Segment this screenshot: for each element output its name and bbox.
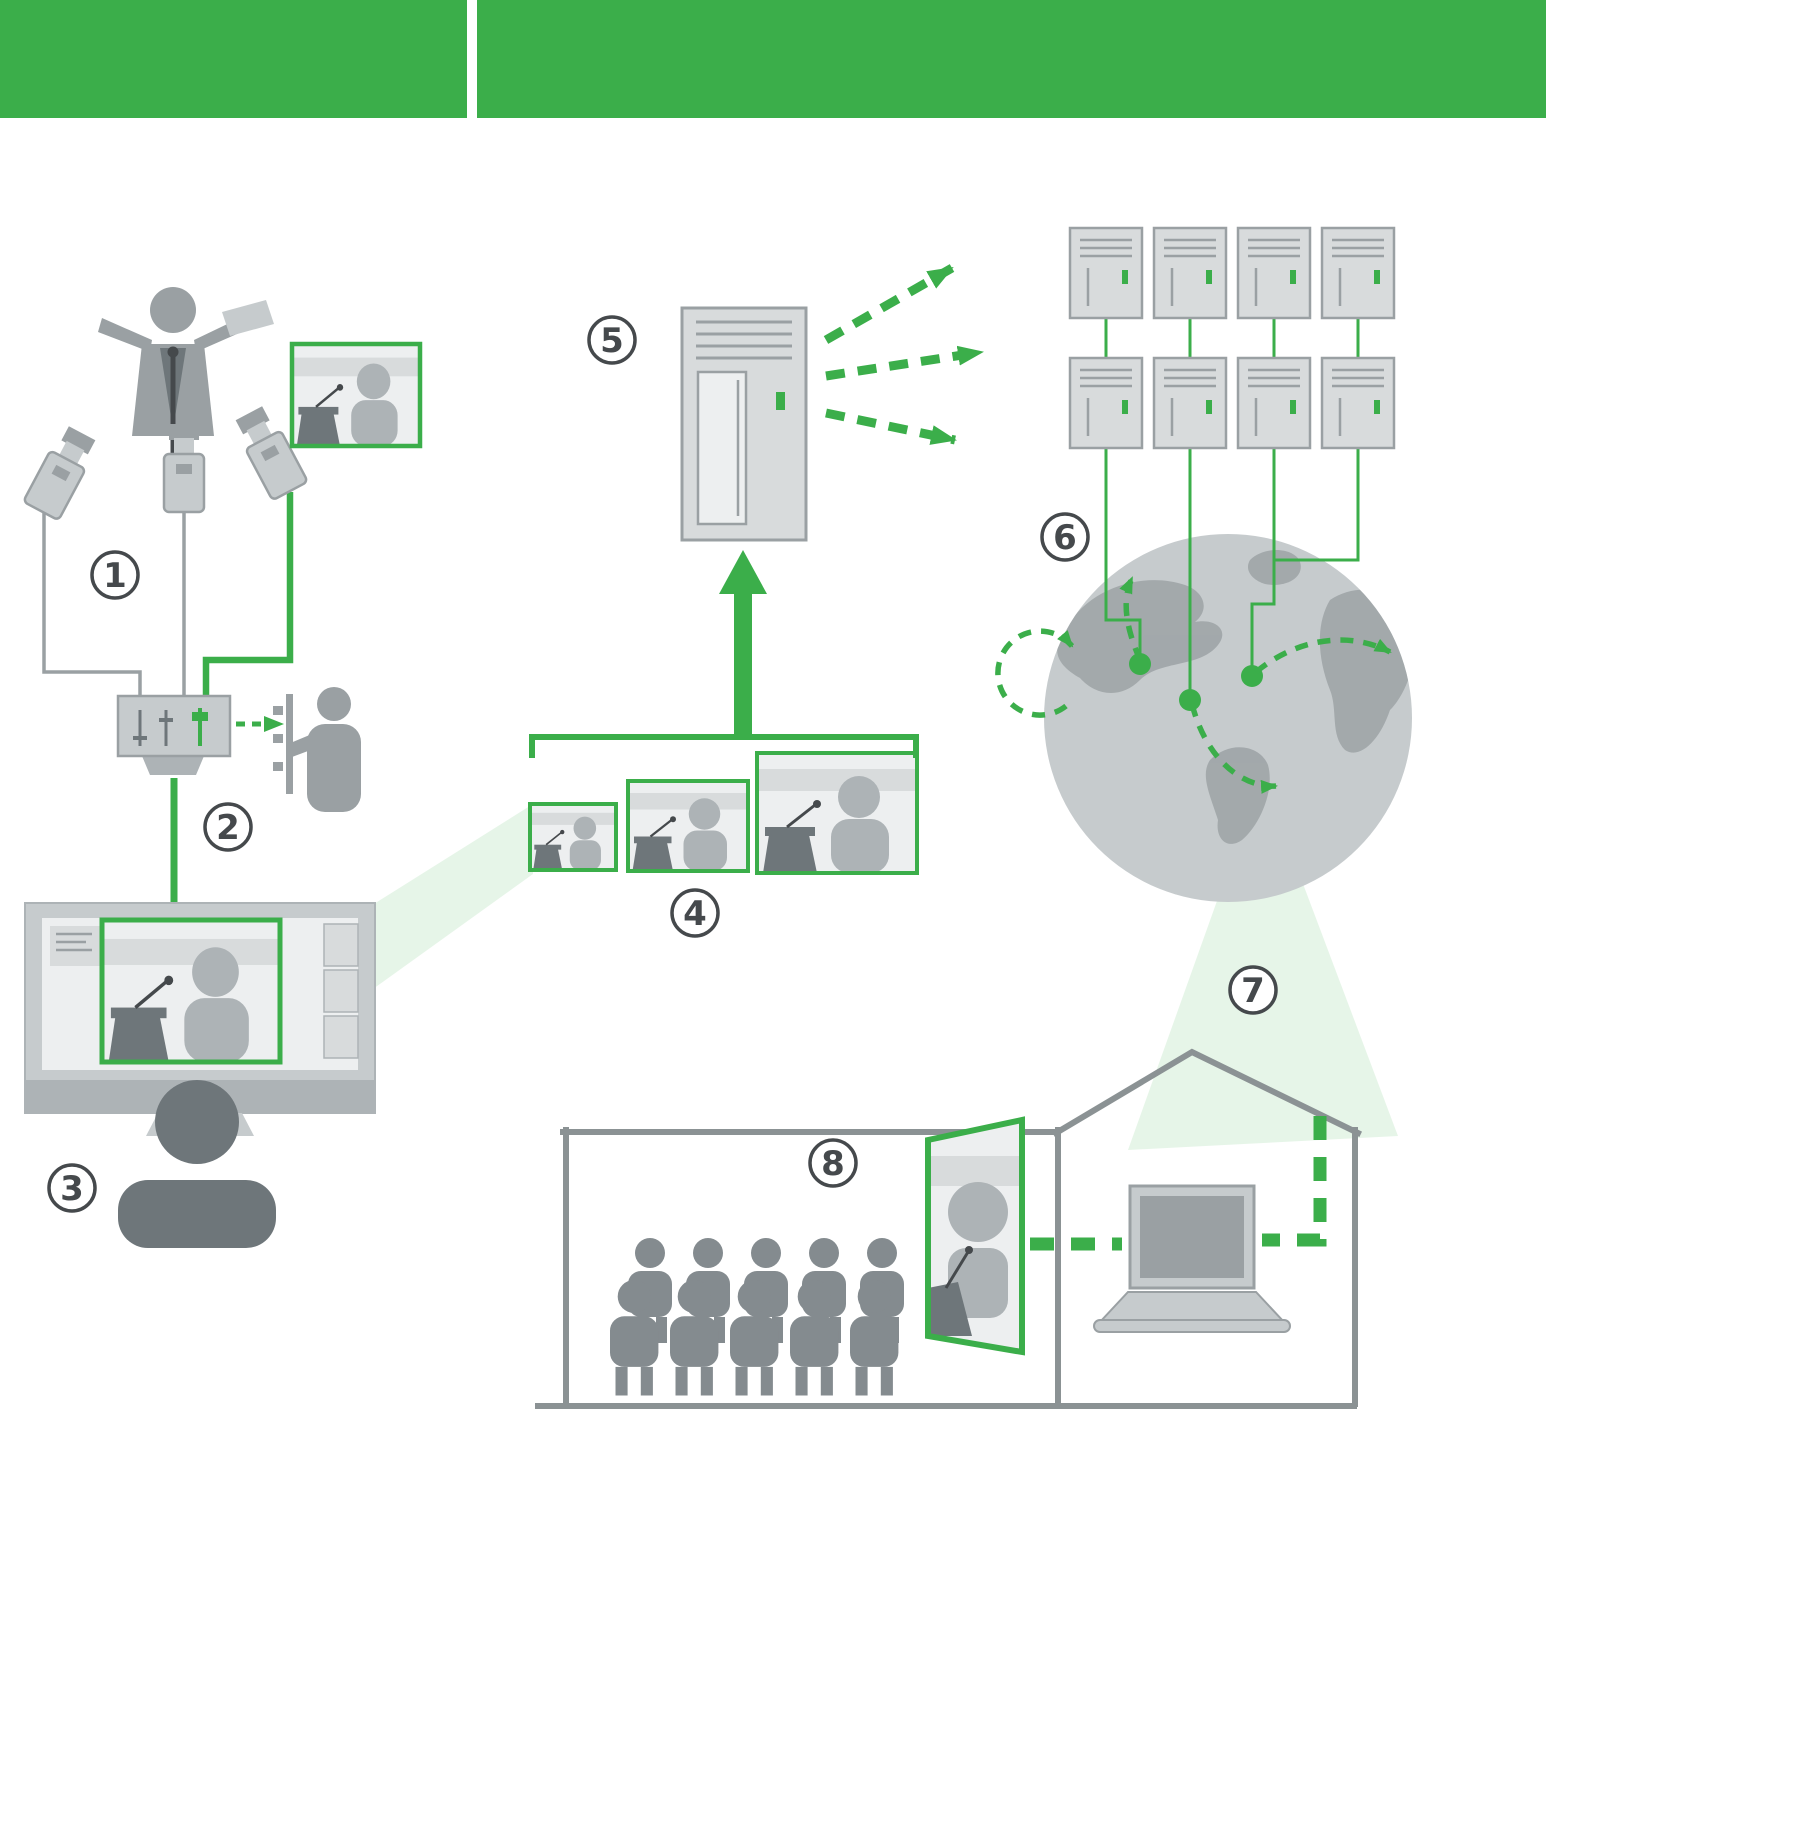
camera-icon-left [21, 422, 102, 522]
monitor-operator-figure [118, 1080, 276, 1248]
cdn-server-icon [1152, 226, 1228, 320]
mixer-operator-figure [288, 687, 361, 812]
renditions-bracket [529, 734, 919, 758]
monitor-side-panel [50, 926, 100, 966]
rendition-thumbnail-medium [626, 779, 750, 873]
step-badge-5-label: 5 [600, 321, 624, 361]
rendition-thumbnail-large [755, 751, 919, 875]
step-badge-4: 4 [670, 888, 720, 938]
presenter-figure [98, 287, 274, 466]
status-led [776, 392, 785, 410]
step-badge-8: 8 [808, 1138, 858, 1188]
camera-cable-left [42, 508, 142, 697]
production-monitor [24, 902, 376, 1136]
program-cable-camera-right [202, 492, 294, 697]
house-roof-peak [1051, 1048, 1363, 1138]
cdn-server-icon [1320, 356, 1396, 450]
script-paper-icon [222, 300, 274, 336]
step-badge-3-label: 3 [60, 1169, 84, 1209]
step-badge-7-label: 7 [1241, 971, 1265, 1011]
arrow-renditions-to-encoder [719, 550, 767, 737]
globe-node-dot [1179, 689, 1201, 711]
route-loop-arrow [995, 628, 1075, 718]
dashed-cable-internet-to-laptop [1262, 1116, 1327, 1247]
cdn-server-icon [1320, 226, 1396, 320]
monitor-video-window [99, 917, 283, 1065]
step-badge-8-label: 8 [821, 1144, 845, 1184]
rendition-thumbnail-small [528, 802, 618, 872]
step-badge-2: 2 [203, 802, 253, 852]
cdn-server-icon [1068, 226, 1144, 320]
route-arrow-up [1119, 576, 1143, 662]
step-badge-3: 3 [47, 1163, 97, 1213]
header-segment-left [0, 0, 467, 118]
cdn-server-grid [1068, 226, 1396, 450]
step-badge-5: 5 [587, 315, 637, 365]
step-badge-6: 6 [1040, 512, 1090, 562]
header-segment-right [477, 0, 1546, 118]
dashed-arrow-bottom [825, 408, 957, 445]
audience-group [610, 1238, 904, 1396]
route-arrow-down [1189, 703, 1278, 794]
globe-node-dot [1129, 653, 1151, 675]
dashed-arrow-mixer-to-panel [236, 716, 284, 732]
dashed-arrow-top [823, 264, 955, 344]
cdn-server-icon [1236, 356, 1312, 450]
camera-preview-thumbnail [289, 341, 423, 449]
video-mixer [116, 694, 232, 775]
globe-route-arrows [995, 576, 1392, 794]
step-badge-1-label: 1 [103, 556, 127, 596]
cdn-server-icon [1068, 356, 1144, 450]
route-arrow-right [1254, 637, 1392, 675]
viewer-house [535, 1048, 1363, 1409]
cdn-server-icon [1236, 226, 1312, 320]
cdn-network-links [1104, 318, 1360, 698]
step-badge-4-label: 4 [683, 894, 707, 934]
step-badge-2-label: 2 [216, 808, 240, 848]
viewer-laptop [1093, 1184, 1291, 1333]
step-badge-7: 7 [1228, 965, 1278, 1015]
encoder-server [680, 306, 808, 542]
playback-screen [925, 1116, 1025, 1356]
step-badge-6-label: 6 [1053, 518, 1077, 558]
camera-icon-center [162, 422, 206, 514]
step-badge-1: 1 [90, 550, 140, 600]
cdn-server-icon [1152, 356, 1228, 450]
globe-icon [1044, 534, 1412, 902]
dashed-arrow-middle [825, 345, 984, 381]
encoder-output-arrows [823, 264, 984, 445]
